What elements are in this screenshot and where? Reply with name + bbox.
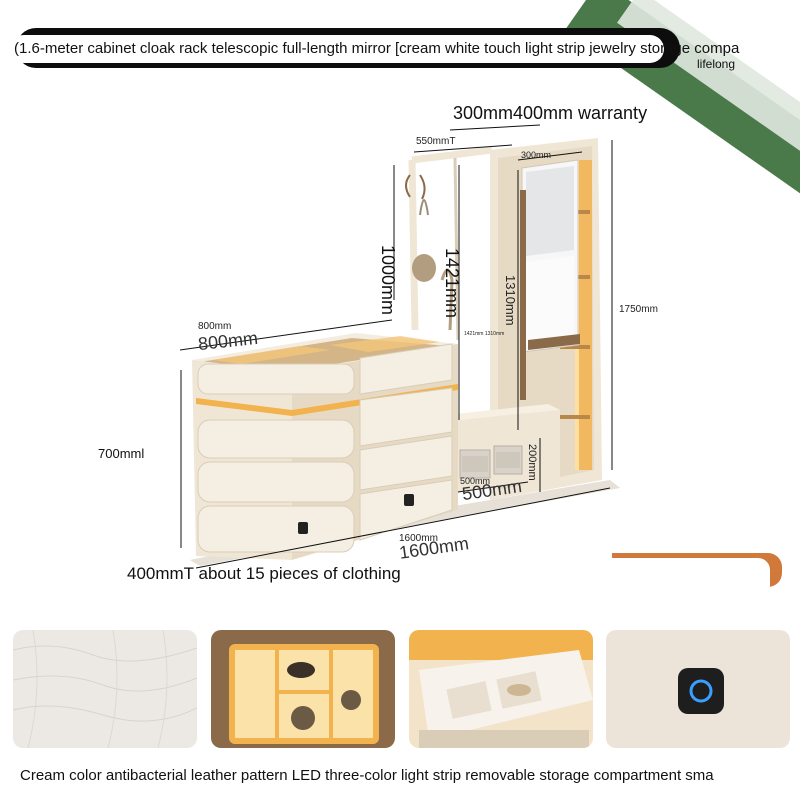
drawer — [197, 419, 355, 459]
drawer — [359, 479, 453, 541]
title-banner-text: (1.6-meter cabinet cloak rack telescopic… — [14, 40, 740, 57]
bag-strap — [419, 199, 429, 216]
top-width-label: 550mmT — [416, 136, 456, 147]
dresser-height-label: 700mml — [98, 446, 145, 461]
rack-height-label: 1000mm — [378, 245, 398, 316]
mirror-width-label: 300mm — [521, 150, 552, 160]
orange-decoration-inner — [606, 558, 770, 598]
dim-line-warranty — [449, 124, 541, 131]
display-glow — [212, 346, 330, 364]
display-glow — [330, 336, 440, 352]
led-jewelry-tray-photo — [211, 630, 395, 748]
shelf — [560, 345, 590, 349]
hook — [405, 174, 411, 198]
handbag — [412, 254, 436, 282]
total-height-label: 1750mm — [619, 304, 658, 315]
shoe-width-label: 500mm — [460, 476, 491, 486]
drawer — [197, 461, 355, 503]
fingerprint-lock-photo — [606, 630, 790, 748]
banner-subtext: lifelong — [697, 57, 736, 71]
mirror-reflection-lower — [526, 256, 574, 346]
drawer — [359, 343, 453, 395]
wood-bar — [528, 334, 580, 350]
product-illustration — [179, 124, 620, 569]
leather-texture-photo — [13, 630, 197, 748]
drawer — [197, 363, 355, 395]
scarf — [440, 268, 454, 331]
dresser-depth-label: 800mm — [198, 321, 232, 332]
basket-pattern — [462, 456, 488, 472]
shoe-height-label: 200mm — [526, 444, 538, 481]
feature-caption: Cream color antibacterial leather patter… — [20, 767, 714, 784]
warranty-dimension-label: 300mm400mm warranty — [453, 103, 648, 123]
led-strip-front — [196, 398, 292, 416]
mirror-height-label: 1310mm — [503, 275, 518, 326]
total-width-label: 1600mm — [399, 533, 438, 544]
rack-inner-post — [453, 157, 460, 341]
dimension-lines — [179, 124, 613, 569]
shoe-cabinet-top — [455, 404, 560, 420]
basket-pattern — [496, 452, 520, 468]
rack-top-bar — [411, 146, 493, 164]
fingerprint-lock-icon — [404, 494, 414, 506]
wood-rail — [520, 190, 526, 400]
drawer — [359, 435, 453, 491]
shelf — [560, 415, 590, 419]
frame-height-label: 1421mm — [442, 248, 462, 319]
fingerprint-lock-icon — [298, 522, 308, 534]
storage-compartment-photo — [409, 630, 593, 748]
led-glow-strip — [578, 160, 592, 470]
mirror-reflection — [526, 166, 574, 256]
rack-post — [408, 159, 419, 331]
drawer — [197, 505, 355, 553]
drawer — [359, 387, 453, 447]
hook — [419, 174, 426, 200]
capacity-note: 400mmT about 15 pieces of clothing — [127, 564, 401, 583]
title-banner-inner — [10, 35, 664, 63]
tiny-dimension-label: 1421mm 1310mm — [464, 331, 505, 337]
